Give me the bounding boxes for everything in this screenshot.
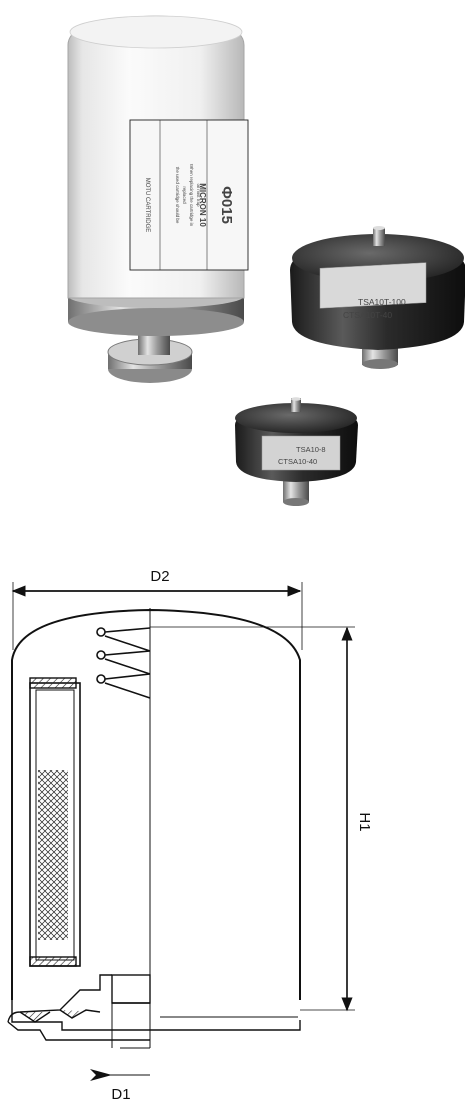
label-type: MOTU CARTRIDGE bbox=[144, 178, 150, 233]
d1-arrow bbox=[90, 1069, 112, 1081]
dim-label-h1: H1 bbox=[356, 812, 373, 831]
small-cap-label: TSA10-8 CTSA10-40 bbox=[261, 435, 341, 471]
medium-cap-stud bbox=[373, 228, 385, 246]
large-filter-photo: Ф015 MICRON 10 MOTU CARTRIDGE the used c… bbox=[67, 15, 249, 383]
dim-label-d1: D1 bbox=[111, 1086, 130, 1103]
medium-cap-label-2: CTSA10T-40 bbox=[343, 310, 392, 320]
small-cap-label-1: TSA10-8 bbox=[296, 445, 326, 454]
label-note-3: When replacing the cartridge in bbox=[189, 164, 194, 227]
filter-element bbox=[29, 677, 81, 967]
small-cap-photo: TSA10-8 CTSA10-40 bbox=[235, 397, 358, 506]
base-section bbox=[7, 974, 301, 1048]
small-cap-stud bbox=[291, 398, 301, 412]
medium-cap-label: TSA10T-100 CTSA10T-40 bbox=[319, 262, 427, 320]
technical-drawing: D2 H1 bbox=[7, 568, 373, 1103]
label-note-4: oil mist trap bbox=[196, 183, 201, 207]
medium-cap-photo: TSA10T-100 CTSA10T-40 bbox=[290, 226, 465, 369]
label-micron: MICRON 10 bbox=[198, 183, 207, 227]
spring bbox=[96, 627, 151, 699]
dim-label-d2: D2 bbox=[150, 568, 169, 585]
small-cap-label-2: CTSA10-40 bbox=[278, 457, 317, 466]
medium-cap-label-1: TSA10T-100 bbox=[358, 297, 406, 307]
filter-media bbox=[38, 770, 68, 940]
label-note-1: the used cartridge should be bbox=[175, 167, 180, 224]
filter-label: Ф015 MICRON 10 MOTU CARTRIDGE the used c… bbox=[129, 119, 249, 271]
label-note-2: replaced bbox=[182, 186, 187, 204]
label-model: Ф015 bbox=[218, 186, 235, 224]
